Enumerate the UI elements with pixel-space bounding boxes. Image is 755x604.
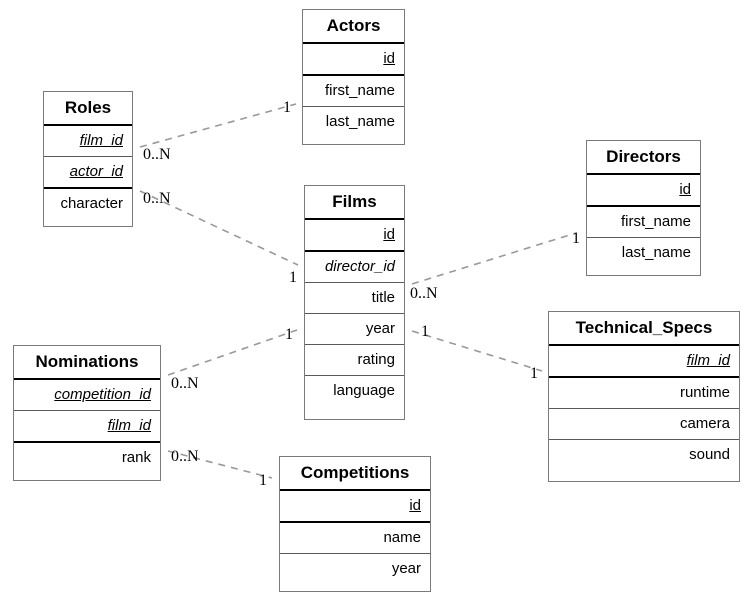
attribute-name: rank bbox=[121, 449, 151, 466]
cardinality-label-nominations-competitions-from: 0..N bbox=[171, 448, 199, 465]
attribute-name: rating bbox=[357, 351, 395, 368]
entity-title-nominations: Nominations bbox=[14, 346, 160, 380]
attribute-name: competition_id bbox=[54, 386, 151, 403]
attribute-row[interactable]: film_id bbox=[549, 346, 739, 378]
cardinality-label-films-directors-from: 0..N bbox=[410, 285, 438, 302]
attribute-row[interactable]: name bbox=[280, 523, 430, 554]
attribute-name: id bbox=[383, 50, 395, 67]
entity-title-competitions: Competitions bbox=[280, 457, 430, 491]
attribute-name: film_id bbox=[107, 417, 151, 434]
entity-actors[interactable]: Actors id first_name last_name bbox=[302, 9, 405, 145]
attribute-row[interactable]: id bbox=[587, 175, 700, 207]
attribute-row[interactable]: character bbox=[44, 189, 132, 219]
relationship-line-films-technical-specs bbox=[411, 330, 543, 372]
attribute-name: id bbox=[679, 181, 691, 198]
attribute-name: year bbox=[365, 320, 395, 337]
attribute-row[interactable]: last_name bbox=[587, 238, 700, 268]
attribute-row[interactable]: camera bbox=[549, 409, 739, 440]
cardinality-label-roles-actors-to: 1 bbox=[283, 99, 291, 116]
attribute-row[interactable]: last_name bbox=[303, 107, 404, 137]
attribute-row[interactable]: id bbox=[305, 220, 404, 252]
attribute-name: title bbox=[371, 289, 395, 306]
cardinality-label-films-technical-specs-from: 1 bbox=[421, 323, 429, 340]
cardinality-label-roles-actors-from: 0..N bbox=[143, 146, 171, 163]
attribute-name: year bbox=[391, 560, 421, 577]
relationship-line-films-directors bbox=[411, 232, 577, 285]
attribute-row[interactable]: director_id bbox=[305, 252, 404, 283]
attribute-row[interactable]: first_name bbox=[587, 207, 700, 238]
attribute-row[interactable]: rating bbox=[305, 345, 404, 376]
attribute-row[interactable]: year bbox=[305, 314, 404, 345]
attribute-row[interactable]: year bbox=[280, 554, 430, 584]
cardinality-label-nominations-competitions-to: 1 bbox=[259, 472, 267, 489]
attribute-row[interactable]: id bbox=[280, 491, 430, 523]
attribute-name: language bbox=[333, 382, 395, 399]
attribute-name: actor_id bbox=[69, 163, 123, 180]
entity-title-actors: Actors bbox=[303, 10, 404, 44]
attribute-row[interactable]: first_name bbox=[303, 76, 404, 107]
relationship-line-nominations-films bbox=[167, 329, 298, 376]
cardinality-label-roles-films-to: 1 bbox=[289, 269, 297, 286]
entity-roles[interactable]: Roles film_id actor_id character bbox=[43, 91, 133, 227]
attribute-row[interactable]: actor_id bbox=[44, 157, 132, 189]
cardinality-label-nominations-films-from: 0..N bbox=[171, 375, 199, 392]
entity-title-roles: Roles bbox=[44, 92, 132, 126]
attribute-name: runtime bbox=[679, 384, 730, 401]
attribute-name: last_name bbox=[325, 113, 395, 130]
entity-title-films: Films bbox=[305, 186, 404, 220]
cardinality-label-nominations-films-to: 1 bbox=[285, 326, 293, 343]
cardinality-label-films-technical-specs-to: 1 bbox=[530, 365, 538, 382]
entity-title-directors: Directors bbox=[587, 141, 700, 175]
attribute-name: camera bbox=[679, 415, 730, 432]
attribute-name: last_name bbox=[621, 244, 691, 261]
attribute-row[interactable]: id bbox=[303, 44, 404, 76]
attribute-row[interactable]: sound bbox=[549, 440, 739, 470]
entity-title-technical_specs: Technical_Specs bbox=[549, 312, 739, 346]
attribute-name: character bbox=[60, 195, 123, 212]
entity-directors[interactable]: Directors id first_name last_name bbox=[586, 140, 701, 276]
attribute-name: first_name bbox=[324, 82, 395, 99]
cardinality-label-roles-films-from: 0..N bbox=[143, 190, 171, 207]
attribute-name: name bbox=[383, 529, 421, 546]
attribute-row[interactable]: language bbox=[305, 376, 404, 406]
attribute-row[interactable]: rank bbox=[14, 443, 160, 473]
attribute-name: film_id bbox=[686, 352, 730, 369]
attribute-name: sound bbox=[689, 446, 730, 463]
attribute-name: id bbox=[383, 226, 395, 243]
entity-competitions[interactable]: Competitions id name year bbox=[279, 456, 431, 592]
attribute-row[interactable]: film_id bbox=[14, 411, 160, 443]
attribute-name: film_id bbox=[79, 132, 123, 149]
relationship-line-roles-actors bbox=[139, 103, 297, 148]
attribute-name: id bbox=[409, 497, 421, 514]
attribute-row[interactable]: competition_id bbox=[14, 380, 160, 411]
cardinality-label-films-directors-to: 1 bbox=[572, 230, 580, 247]
attribute-row[interactable]: runtime bbox=[549, 378, 739, 409]
attribute-name: first_name bbox=[620, 213, 691, 230]
attribute-row[interactable]: title bbox=[305, 283, 404, 314]
attribute-row[interactable]: film_id bbox=[44, 126, 132, 157]
attribute-name: director_id bbox=[324, 258, 395, 275]
